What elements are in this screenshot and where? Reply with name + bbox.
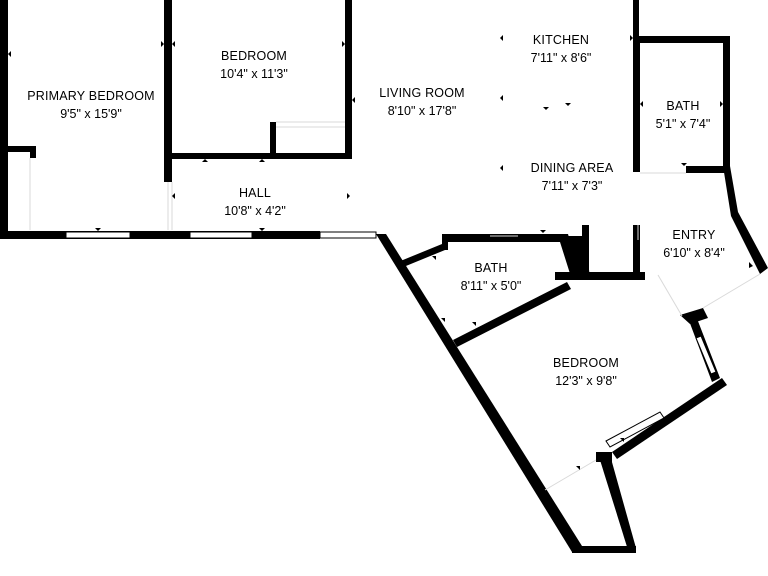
room-bedroom-north-dims: 10'4" x 11'3" — [220, 67, 288, 81]
wall-notch-post — [30, 146, 36, 158]
room-hall-dims: 10'8" x 4'2" — [224, 204, 286, 218]
wall-diagonal-west — [376, 234, 582, 552]
room-bedroom-north-name: BEDROOM — [221, 49, 287, 63]
wall-bath-north — [633, 36, 728, 43]
wall-closet — [270, 122, 276, 158]
wall-closet-cap — [596, 452, 612, 462]
room-primary-bedroom-dims: 9'5" x 15'9" — [60, 107, 122, 121]
wall-bedroom-south — [172, 153, 352, 159]
window-hall — [189, 231, 253, 239]
openings — [29, 121, 761, 491]
wall-bedroom-east — [345, 0, 352, 158]
room-bath-south-name: BATH — [474, 261, 507, 275]
room-kitchen-name: KITCHEN — [533, 33, 589, 47]
wall-south-west — [0, 231, 320, 239]
room-bath-east-name: BATH — [666, 99, 699, 113]
room-entry-name: ENTRY — [672, 228, 716, 242]
markers — [8, 35, 753, 470]
room-dining-area-dims: 7'11" x 7'3" — [542, 179, 603, 193]
wall-bedroom-south-east — [612, 378, 727, 459]
room-bath-south-dims: 8'11" x 5'0" — [461, 279, 522, 293]
wall-kitchen-east-top — [633, 0, 639, 40]
wall-partition-b — [633, 225, 640, 277]
room-bedroom-south-name: BEDROOM — [553, 356, 619, 370]
room-bath-east-dims: 5'1" x 7'4" — [656, 117, 711, 131]
wall-bath-west — [633, 36, 640, 172]
wall-entry-east — [723, 166, 768, 274]
room-entry-dims: 6'10" x 8'4" — [663, 246, 725, 260]
wall-closet-east — [600, 455, 636, 550]
room-bedroom-south-dims: 12'3" x 9'8" — [555, 374, 617, 388]
room-primary-bedroom-name: PRIMARY BEDROOM — [27, 89, 155, 103]
windows — [65, 231, 717, 448]
wall-partition-south — [555, 272, 645, 280]
wall-primary-bedroom-east — [164, 0, 172, 182]
walls — [0, 0, 768, 553]
window-living-room — [319, 231, 377, 239]
wall-bath-west-angle — [398, 244, 445, 268]
room-living-room-name: LIVING ROOM — [379, 86, 465, 100]
window-bedroom-east — [695, 335, 717, 375]
room-kitchen-dims: 7'11" x 8'6" — [531, 51, 592, 65]
wall-bath-corner — [565, 236, 590, 278]
wall-west — [0, 0, 8, 238]
wall-closet-bottom — [572, 546, 636, 553]
room-living-room-dims: 8'10" x 17'8" — [388, 104, 457, 118]
room-hall-name: HALL — [239, 186, 271, 200]
wall-notch — [8, 146, 36, 152]
window-primary-bedroom — [65, 231, 131, 239]
room-labels: PRIMARY BEDROOM 9'5" x 15'9" BEDROOM 10'… — [27, 33, 725, 388]
wall-bath-east — [723, 36, 730, 173]
wall-bath-south — [686, 166, 730, 173]
wall-entry-jamb — [680, 308, 708, 324]
room-dining-area-name: DINING AREA — [531, 161, 614, 175]
